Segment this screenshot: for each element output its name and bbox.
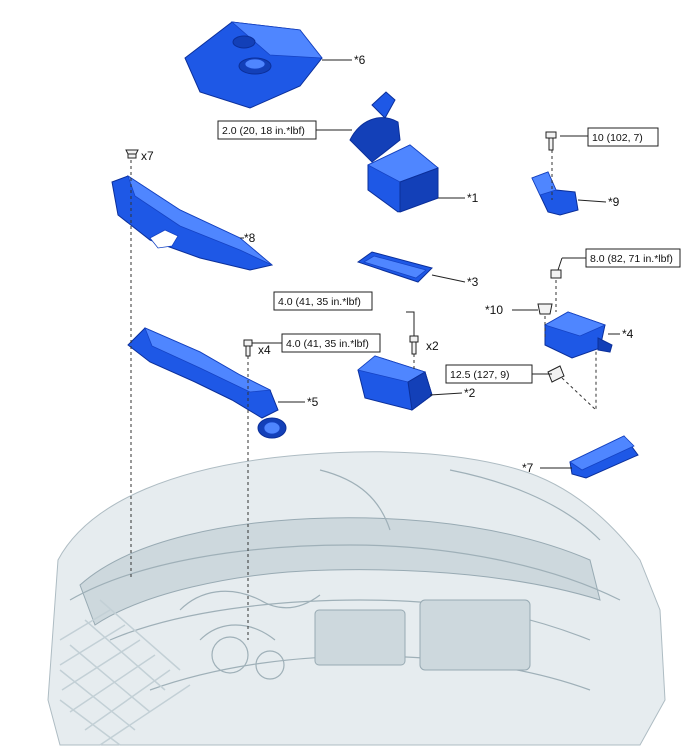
bolt-icon — [547, 365, 565, 383]
bolt-markers — [125, 131, 565, 383]
torque-spec-text: 4.0 (41, 35 in.*lbf) — [286, 338, 369, 350]
quantity-label: x4 — [258, 343, 271, 357]
torque-spec-text: 8.0 (82, 71 in.*lbf) — [590, 253, 673, 265]
torque-spec-box: 8.0 (82, 71 in.*lbf) — [585, 248, 681, 268]
battery-tray-part — [544, 311, 613, 359]
part-callout: *7 — [522, 461, 534, 475]
torque-spec-text: 4.0 (41, 35 in.*lbf) — [278, 296, 361, 308]
part-callout: *5 — [307, 395, 319, 409]
bolt-icon — [243, 339, 253, 357]
part-callout: *1 — [467, 191, 479, 205]
torque-spec-box: 10 (102, 7) — [587, 127, 659, 147]
torque-spec-box: 4.0 (41, 35 in.*lbf) — [273, 291, 373, 311]
small-cover-part — [569, 435, 639, 479]
torque-spec-text: 10 (102, 7) — [592, 132, 643, 144]
engine-bay-illustration — [47, 451, 666, 746]
bracket-part — [531, 171, 579, 216]
part-callout: *10 — [485, 303, 503, 317]
quantity-label: x2 — [426, 339, 439, 353]
air-filter-element-part — [356, 251, 433, 283]
bolt-icon — [550, 269, 562, 279]
leader-lines — [240, 59, 620, 469]
torque-spec-box: 2.0 (20, 18 in.*lbf) — [217, 120, 317, 140]
bolt-icon — [409, 335, 419, 355]
bolt-icon — [125, 149, 139, 159]
intake-duct-part — [127, 327, 287, 439]
torque-spec-text: 2.0 (20, 18 in.*lbf) — [222, 125, 305, 137]
part-callout: *8 — [244, 231, 256, 245]
part-callout: *9 — [608, 195, 620, 209]
installation-lines — [130, 150, 597, 640]
torque-spec-box: 4.0 (41, 35 in.*lbf) — [281, 333, 381, 353]
part-callout: *3 — [467, 275, 479, 289]
lower-bracket-part — [357, 355, 433, 411]
part-callout: *2 — [464, 386, 476, 400]
quantity-label: x7 — [141, 149, 154, 163]
torque-spec-box: 12.5 (127, 9) — [445, 364, 533, 384]
part-callout: *6 — [354, 53, 366, 67]
cowl-panel-part — [111, 175, 274, 271]
engine-cover-part — [184, 21, 323, 109]
air-cleaner-assembly-part — [349, 91, 439, 213]
torque-spec-text: 12.5 (127, 9) — [450, 369, 510, 381]
bolt-icon — [545, 131, 557, 151]
part-callout: *4 — [622, 327, 634, 341]
clip-part — [537, 303, 553, 315]
